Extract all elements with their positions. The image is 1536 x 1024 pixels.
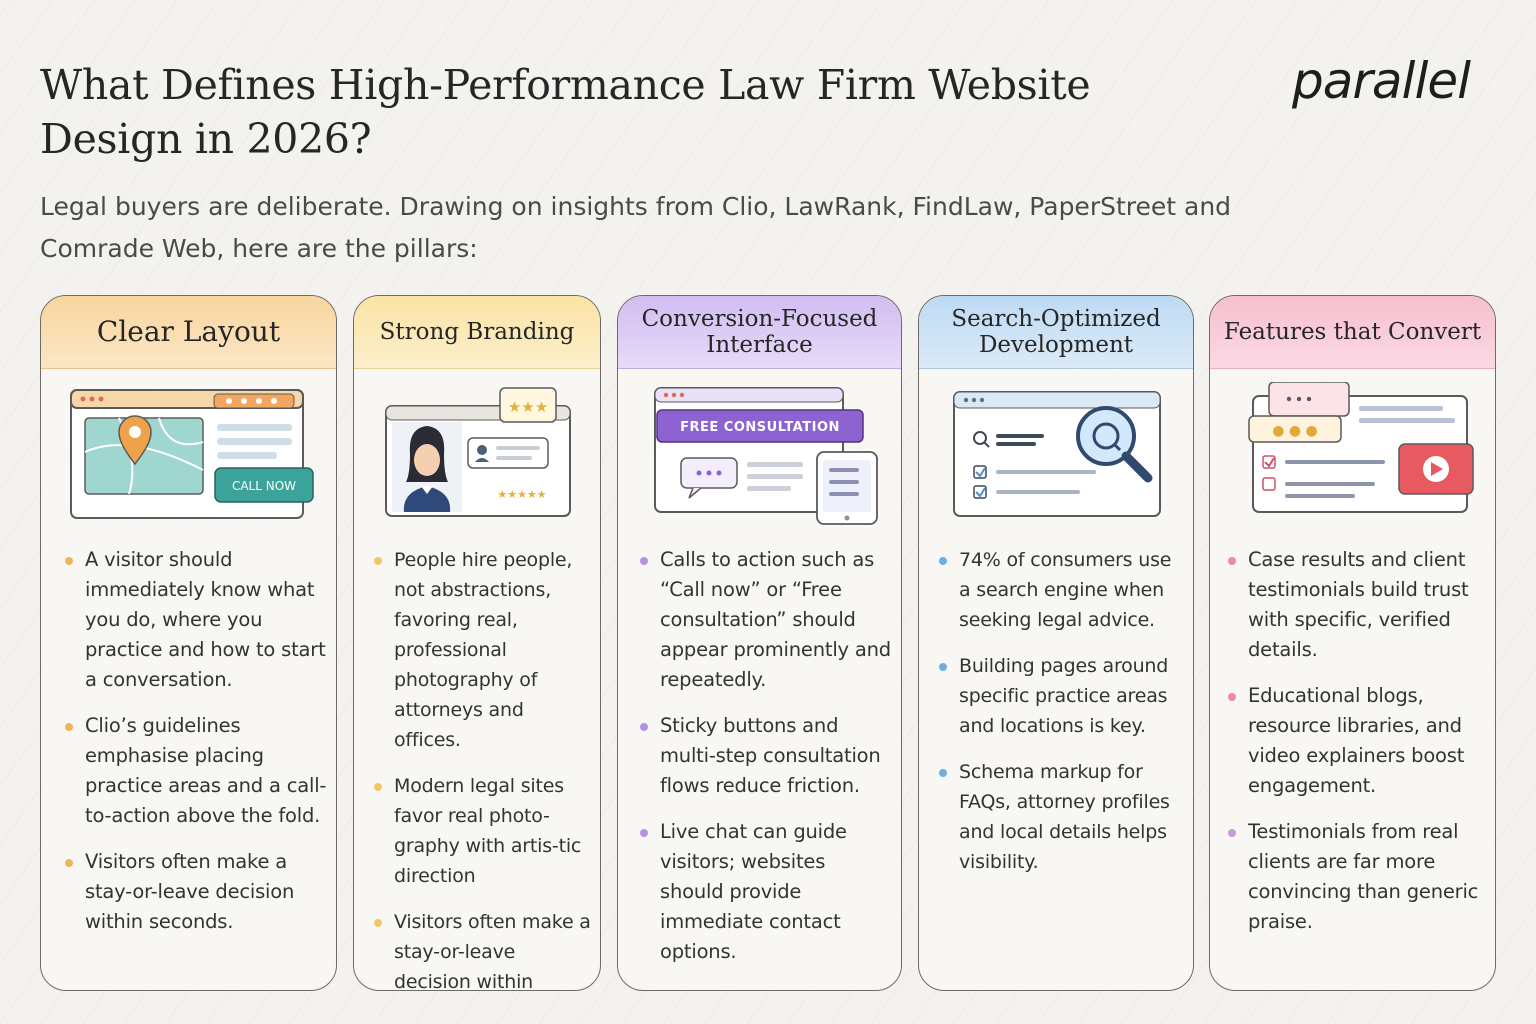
free-consultation-label: FREE CONSULTATION <box>680 420 840 435</box>
card-header: Strong Branding <box>354 296 600 369</box>
list-item: Visitors often make a stay-or-leave deci… <box>65 847 328 937</box>
call-now-button <box>213 466 314 503</box>
card-strong-branding: Strong Branding ★★★ ★★★★★ <box>353 295 601 991</box>
list-item: Case results and client testimonials bui… <box>1228 545 1487 665</box>
points-list: Calls to action such as “Call now” or “F… <box>618 539 901 967</box>
free-consultation-button <box>655 408 864 443</box>
profile-card-icon <box>467 436 549 469</box>
map-pin-icon <box>117 414 152 465</box>
card-title: Search-Optimized Development <box>951 306 1161 358</box>
features-illustration: ● ● ● <box>1210 369 1495 539</box>
chat-bubble-icon <box>679 456 738 499</box>
svg-text:● ● ●: ● ● ● <box>1272 423 1318 439</box>
list-item: Schema markup for FAQs, attorney profile… <box>939 757 1185 877</box>
checkbox-icon <box>973 464 987 499</box>
testimonial-card-icon: ● ● ● <box>1247 381 1350 443</box>
card-title: Features that Convert <box>1223 319 1482 345</box>
list-item: 74% of consumers use a search engine whe… <box>939 545 1185 635</box>
card-header: Features that Convert <box>1210 296 1495 369</box>
list-item: Building pages around specific practice … <box>939 651 1185 741</box>
card-conversion-focused-interface: Conversion-Focused Interface FREE CONSUL… <box>617 295 902 991</box>
card-header: Search-Optimized Development <box>919 296 1193 369</box>
card-title: Clear Layout <box>96 315 281 348</box>
magnifier-icon <box>1076 405 1153 482</box>
search-bar-icon <box>973 430 1044 448</box>
list-item: Calls to action such as “Call now” or “F… <box>640 545 893 695</box>
mobile-checklist-icon <box>815 450 878 525</box>
list-item: Educational blogs, resource libraries, a… <box>1228 681 1487 801</box>
card-features-that-convert: Features that Convert ● ● ● <box>1209 295 1496 991</box>
checklist-icon <box>1261 454 1276 491</box>
list-item: Modern legal sites favor real photo-grap… <box>374 771 592 891</box>
list-item: Clio’s guidelines emphasise placing prac… <box>65 711 328 831</box>
points-list: 74% of consumers use a search engine whe… <box>919 539 1193 877</box>
card-clear-layout: Clear Layout CALL NOW A visitor should i… <box>40 295 337 991</box>
card-header: Clear Layout <box>41 296 336 369</box>
list-item: Visitors often make a stay-or-leave deci… <box>374 907 592 990</box>
list-item: Sticky buttons and multi-step consultati… <box>640 711 893 801</box>
list-item: Live chat can guide visitors; websites s… <box>640 817 893 967</box>
list-item: Testimonials from real clients are far m… <box>1228 817 1487 937</box>
svg-text:★★★★★: ★★★★★ <box>497 488 546 501</box>
video-play-icon <box>1397 442 1474 495</box>
strong-branding-illustration: ★★★ ★★★★★ <box>354 369 600 539</box>
search-optimized-illustration <box>919 369 1193 539</box>
card-search-optimized-development: Search-Optimized Development <box>918 295 1194 991</box>
page-title: What Defines High-Performance Law Firm W… <box>40 61 1091 163</box>
card-title: Strong Branding <box>379 319 575 345</box>
conversion-illustration: FREE CONSULTATION <box>618 369 901 539</box>
star-rating-icon: ★★★ <box>499 386 557 423</box>
svg-text:★★★: ★★★ <box>508 398 548 416</box>
card-title: Conversion-Focused Interface <box>641 306 878 358</box>
points-list: A visitor should immediately know what y… <box>41 539 336 937</box>
call-now-label: CALL NOW <box>231 479 295 493</box>
list-item: A visitor should immediately know what y… <box>65 545 328 695</box>
attorney-portrait-icon <box>392 421 462 512</box>
card-header: Conversion-Focused Interface <box>618 296 901 369</box>
parallel-logo: parallel <box>1291 52 1471 110</box>
clear-layout-illustration: CALL NOW <box>41 369 336 539</box>
page-subtitle: Legal buyers are deliberate. Drawing on … <box>40 192 1232 263</box>
points-list: People hire people, not abstractions, fa… <box>354 539 600 990</box>
points-list: Case results and client testimonials bui… <box>1210 539 1495 937</box>
list-item: People hire people, not abstractions, fa… <box>374 545 592 755</box>
